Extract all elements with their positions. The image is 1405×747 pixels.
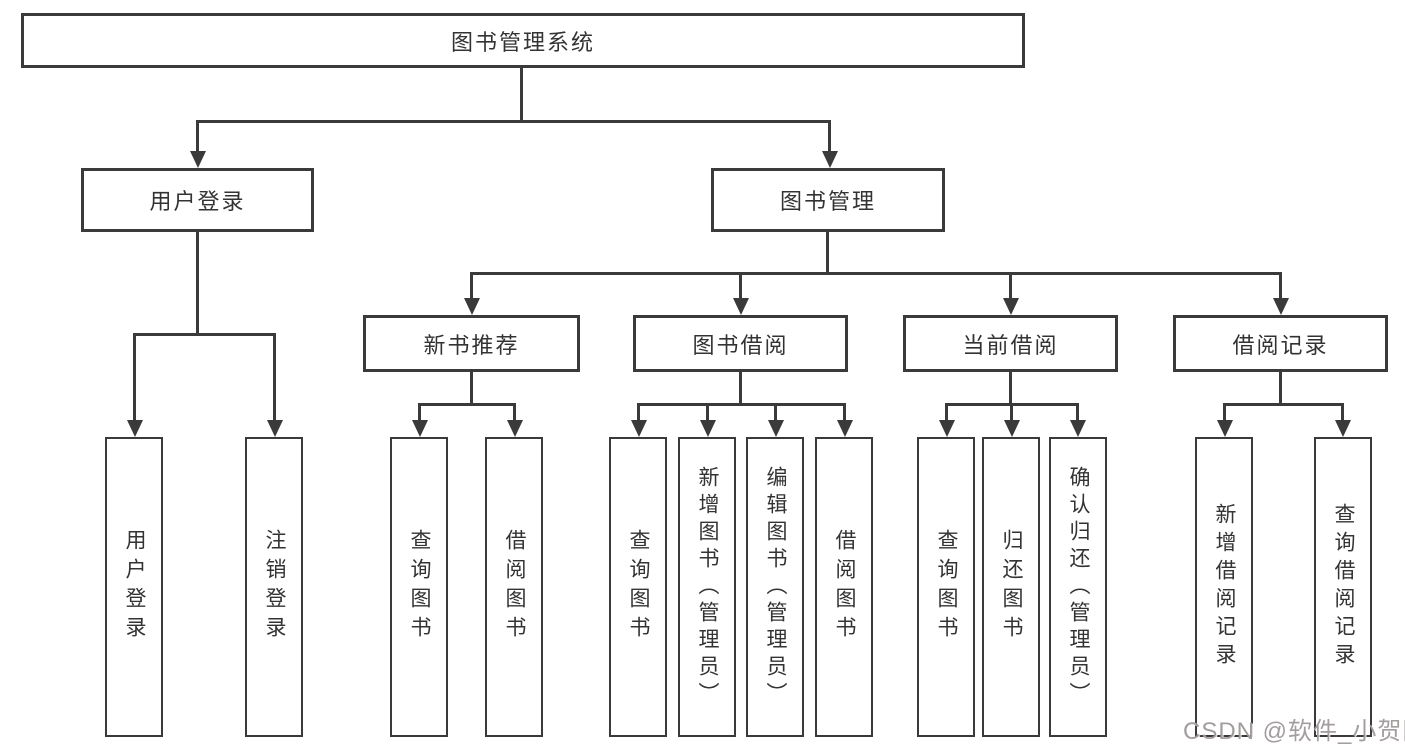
leaf-add-borrow-record: 新增借阅记录 [1195, 437, 1253, 737]
node-label: 用户登录 [149, 189, 246, 214]
connector-line [945, 403, 948, 422]
leaf-label: 注销登录 [263, 529, 286, 645]
connector-line [1009, 372, 1012, 406]
leaf-label: 确认归还（管理员） [1067, 465, 1090, 709]
leaf-query-borrow-record: 查询借阅记录 [1314, 437, 1372, 737]
connector-line [1341, 403, 1344, 422]
node-root-library-system: 图书管理系统 [21, 13, 1025, 68]
connector-line [1223, 403, 1226, 422]
connector-line [828, 120, 831, 153]
connector-line [470, 272, 473, 300]
connector-line [418, 403, 516, 406]
leaf-label: 借阅图书 [503, 529, 526, 645]
node-label: 新书推荐 [423, 332, 520, 358]
connector-line [470, 272, 1282, 275]
connector-line [273, 333, 276, 422]
leaf-add-book-admin: 新增图书（管理员） [678, 437, 736, 737]
node-book-borrowing: 图书借阅 [633, 315, 848, 372]
node-new-book-recommend: 新书推荐 [363, 315, 580, 372]
leaf-label: 用户登录 [123, 529, 146, 645]
arrowhead [939, 420, 955, 437]
connector-line [133, 333, 276, 336]
leaf-label: 新增图书（管理员） [696, 465, 719, 709]
arrowhead [1003, 298, 1019, 315]
arrowhead [127, 420, 143, 437]
connector-line [739, 272, 742, 300]
connector-line [133, 333, 136, 422]
leaf-query-books-current: 查询图书 [917, 437, 975, 737]
node-label: 借阅记录 [1232, 332, 1329, 358]
leaf-user-login: 用户登录 [105, 437, 163, 737]
leaf-edit-book-admin: 编辑图书（管理员） [746, 437, 804, 737]
leaf-label: 查询图书 [408, 529, 431, 645]
connector-line [826, 232, 829, 275]
leaf-label: 归还图书 [1000, 529, 1023, 645]
arrowhead [412, 420, 428, 437]
arrowhead [768, 420, 784, 437]
arrowhead [700, 420, 716, 437]
leaf-label: 查询图书 [627, 529, 650, 645]
arrowhead [1004, 420, 1020, 437]
node-label: 图书管理系统 [450, 29, 595, 55]
connector-line [637, 403, 846, 406]
arrowhead [631, 420, 647, 437]
arrowhead [733, 298, 749, 315]
connector-line [1279, 372, 1282, 406]
leaf-return-books: 归还图书 [982, 437, 1040, 737]
node-borrowing-records: 借阅记录 [1173, 315, 1388, 372]
node-label: 图书管理 [779, 189, 876, 214]
connector-line [774, 403, 777, 422]
arrowhead [190, 151, 206, 168]
leaf-label: 新增借阅记录 [1213, 503, 1236, 671]
arrowhead [1335, 420, 1351, 437]
connector-line [513, 403, 516, 422]
connector-line [1009, 272, 1012, 300]
connector-line [843, 403, 846, 422]
leaf-borrow-books: 借阅图书 [815, 437, 873, 737]
connector-line [196, 120, 199, 153]
arrowhead [822, 151, 838, 168]
connector-line [706, 403, 709, 422]
connector-line [739, 372, 742, 406]
connector-line [470, 372, 473, 406]
connector-line [196, 232, 199, 336]
connector-line [637, 403, 640, 422]
node-label: 当前借阅 [962, 332, 1059, 358]
connector-line [1223, 403, 1344, 406]
node-user-login: 用户登录 [81, 168, 314, 232]
leaf-label: 编辑图书（管理员） [764, 465, 787, 709]
leaf-label: 借阅图书 [833, 529, 856, 645]
node-label: 图书借阅 [692, 332, 789, 358]
arrowhead [507, 420, 523, 437]
node-current-borrowing: 当前借阅 [903, 315, 1118, 372]
connector-line [1076, 403, 1079, 422]
connector-line [520, 68, 523, 121]
leaf-query-books-recommend: 查询图书 [390, 437, 448, 737]
connector-line [1010, 403, 1013, 422]
leaf-borrow-books-recommend: 借阅图书 [485, 437, 543, 737]
leaf-label: 查询图书 [935, 529, 958, 645]
csdn-watermark: CSDN @软件_小贺同学 [1183, 718, 1405, 745]
connector-line [418, 403, 421, 422]
connector-line [196, 120, 831, 123]
leaf-query-books-borrow: 查询图书 [609, 437, 667, 737]
leaf-label: 查询借阅记录 [1332, 503, 1355, 671]
arrowhead [1070, 420, 1086, 437]
arrowhead [267, 420, 283, 437]
arrowhead [464, 298, 480, 315]
connector-line [1279, 272, 1282, 300]
arrowhead [1217, 420, 1233, 437]
leaf-confirm-return-admin: 确认归还（管理员） [1049, 437, 1107, 737]
node-book-management: 图书管理 [711, 168, 945, 232]
leaf-logout: 注销登录 [245, 437, 303, 737]
arrowhead [1273, 298, 1289, 315]
arrowhead [837, 420, 853, 437]
